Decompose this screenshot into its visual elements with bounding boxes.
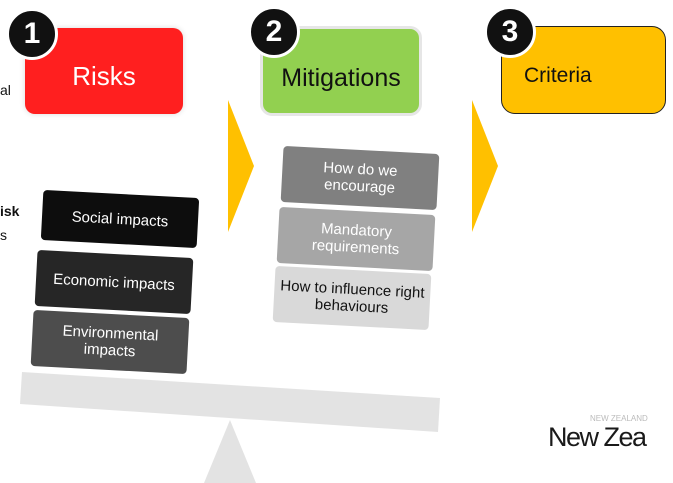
step-number-badge: 2 (248, 6, 300, 58)
step-number-badge: 1 (6, 8, 58, 60)
chevron-arrow-1 (228, 100, 254, 232)
stage-risks-label: Risks (72, 60, 136, 91)
new-zealand-logo: New Zea (548, 422, 647, 452)
clipped-text-fragment: al (0, 82, 11, 98)
clipped-text-fragment: isk (0, 203, 20, 219)
mitigation-card-mandatory: Mandatory requirements (276, 206, 436, 272)
mitigation-card-influence: How to influence right behaviours (272, 265, 432, 331)
risk-card-economic: Economic impacts (34, 249, 194, 315)
scale-pivot (204, 420, 256, 483)
chevron-arrow-2 (472, 100, 498, 232)
stage-criteria-label: Criteria (524, 64, 592, 87)
step-number-badge: 3 (484, 6, 536, 58)
mitigation-card-encourage: How do we encourage (280, 145, 440, 211)
scale-beam (20, 372, 440, 432)
clipped-text-fragment: s (0, 227, 7, 243)
stage-mitigations-label: Mitigations (281, 63, 401, 92)
risk-card-environmental: Environmental impacts (30, 309, 190, 375)
logo-subtext: NEW ZEALAND (590, 414, 648, 423)
risk-card-social: Social impacts (40, 189, 200, 249)
